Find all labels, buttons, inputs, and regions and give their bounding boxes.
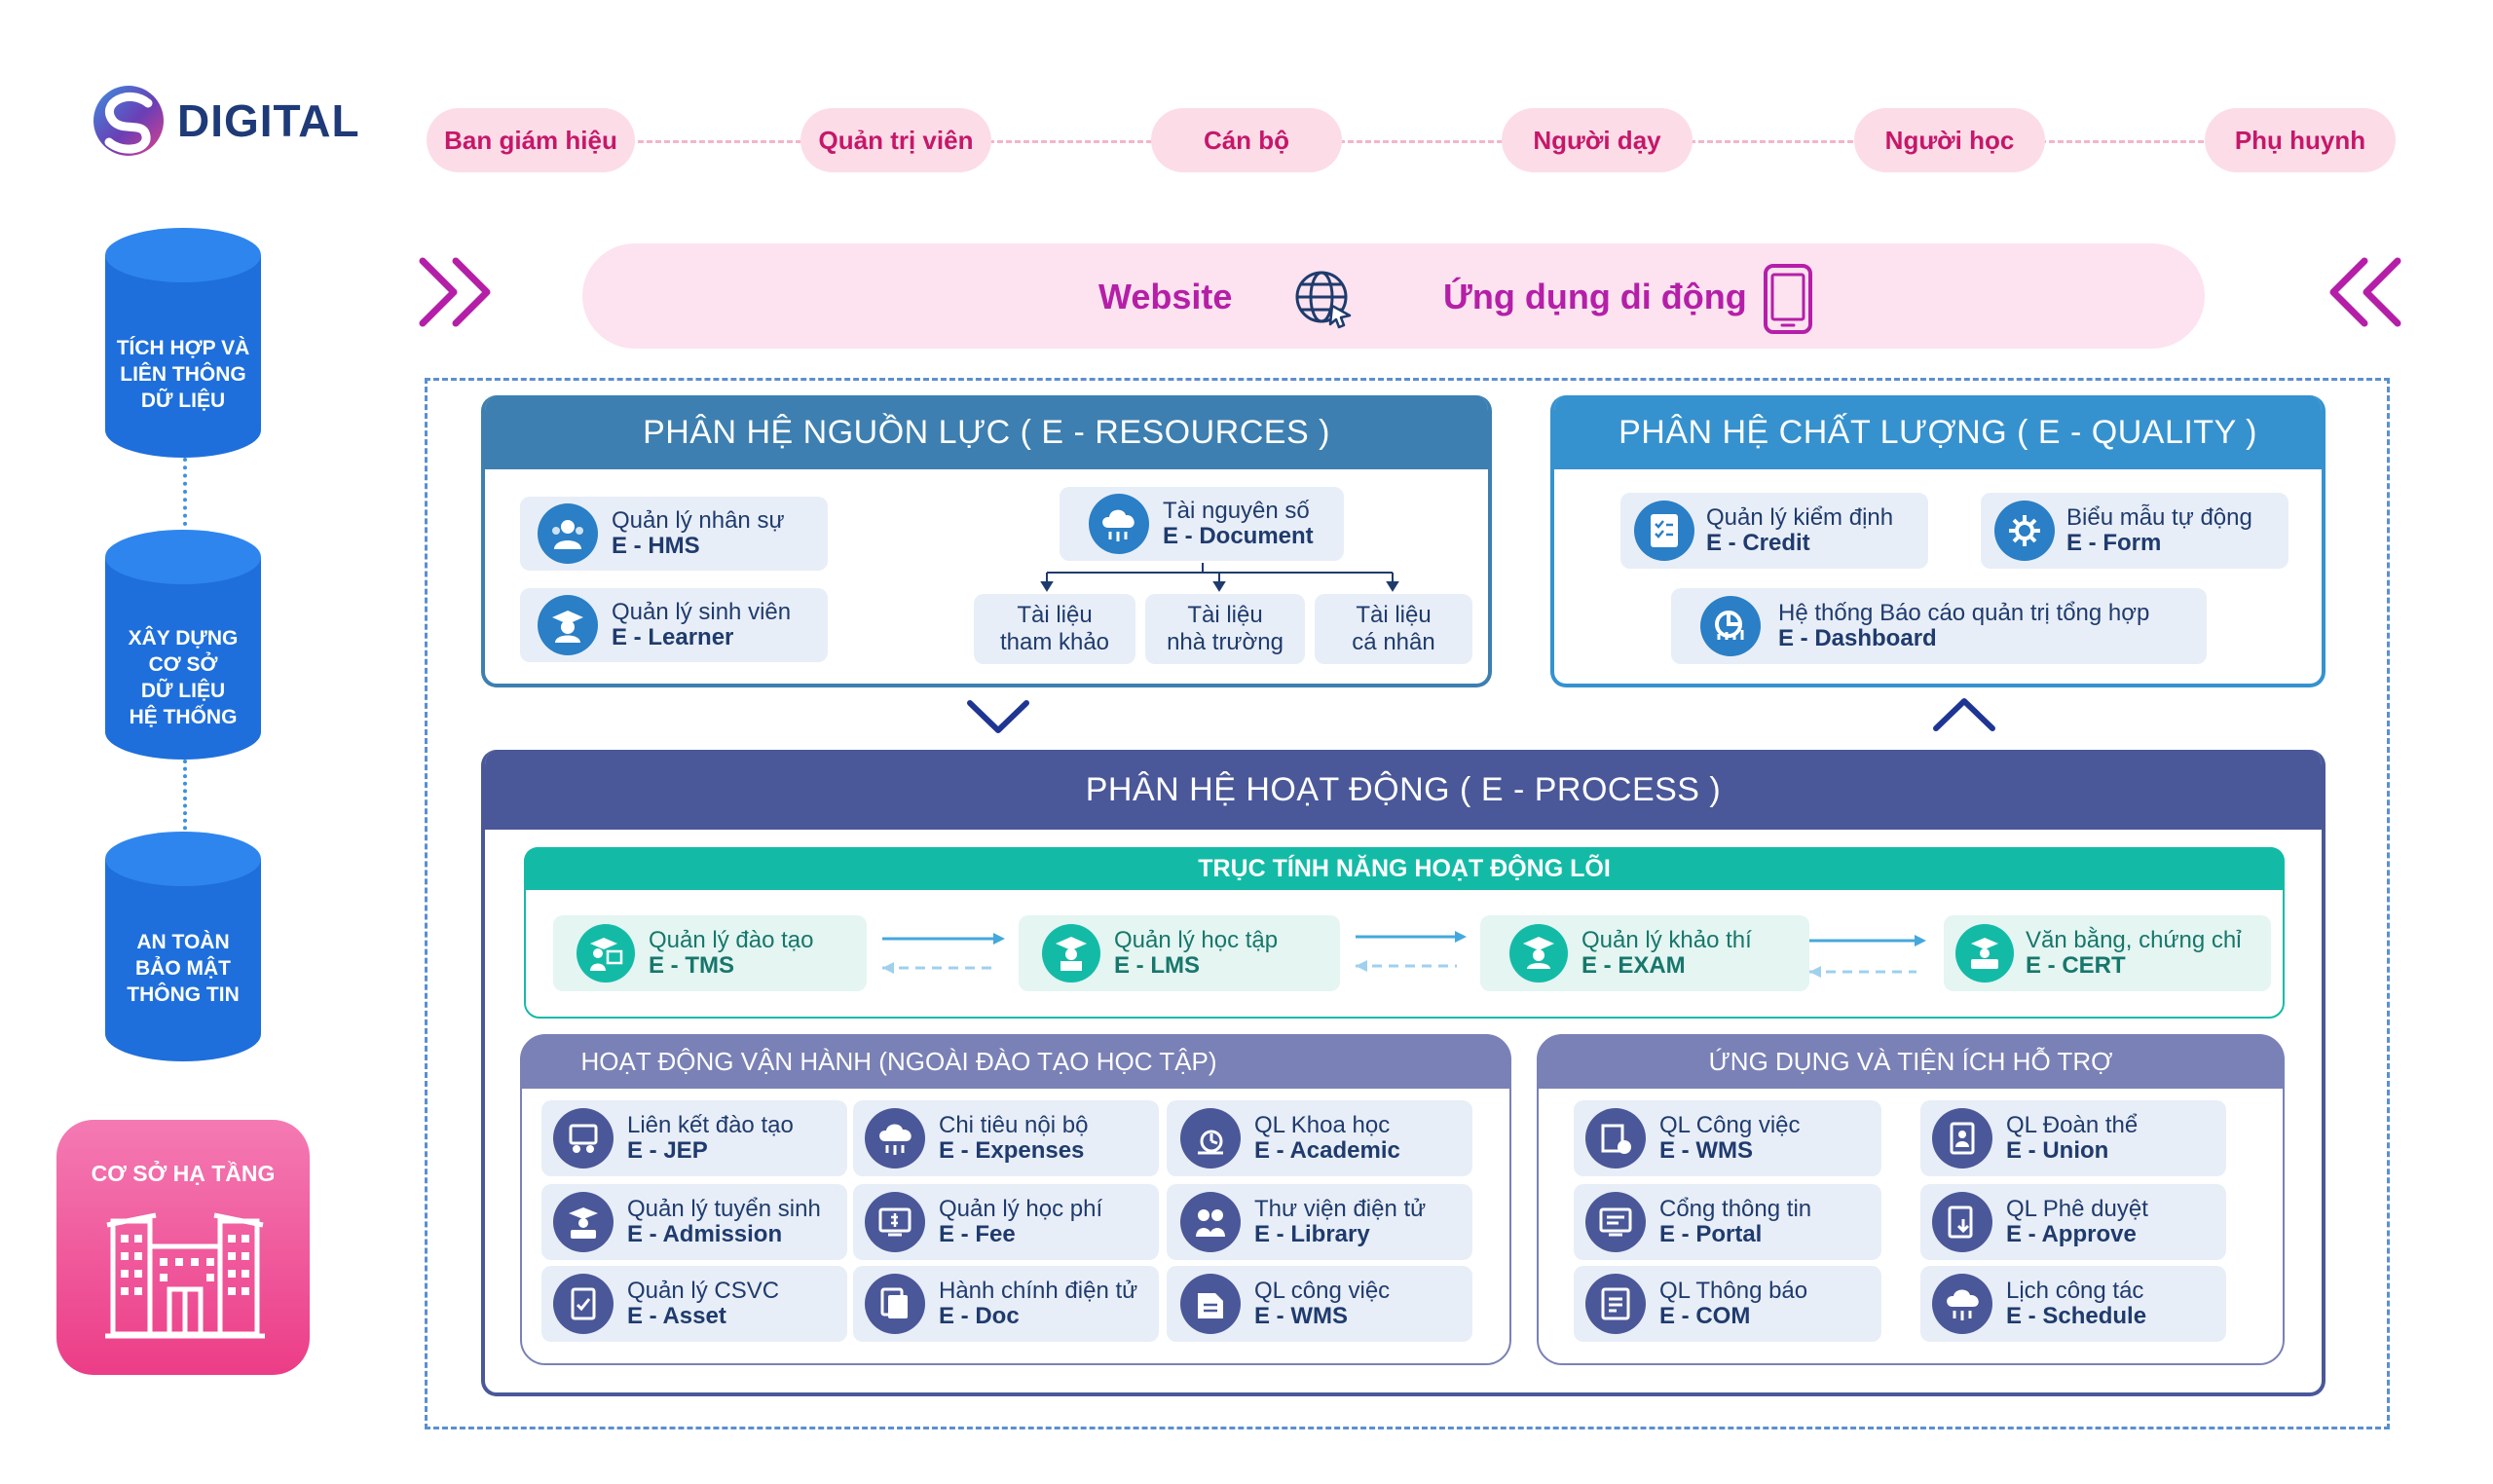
library-icon xyxy=(1180,1192,1241,1252)
approval-icon xyxy=(1932,1192,1992,1252)
admission-icon xyxy=(553,1192,614,1252)
channel-website[interactable]: Website xyxy=(1098,277,1233,316)
channel-banner: Website Ứng dụng di động xyxy=(582,243,2205,349)
expenses-icon xyxy=(865,1108,925,1169)
chevron-left-double-icon xyxy=(2322,255,2403,343)
cloud-document-icon xyxy=(1089,494,1149,554)
asset-icon xyxy=(553,1274,614,1334)
exam-icon xyxy=(1509,924,1568,983)
database-cylinder-icon xyxy=(105,530,261,760)
pillar-connector xyxy=(183,760,187,837)
pillar-data-integration: TÍCH HỢP VÀ LIÊN THÔNG DỮ LIỆU xyxy=(105,226,261,460)
infrastructure-card: CƠ SỞ HẠ TẦNG xyxy=(56,1120,310,1375)
role-ban-giam-hieu[interactable]: Ban giám hiệu xyxy=(427,108,635,172)
smartphone-icon xyxy=(1764,264,1812,334)
student-icon xyxy=(538,595,598,655)
quality-title: PHÂN HỆ CHẤT LƯỢNG ( E - QUALITY ) xyxy=(1554,395,2322,469)
role-nguoi-hoc[interactable]: Người học xyxy=(1854,108,2045,172)
process-title: PHÂN HỆ HOẠT ĐỘNG ( E - PROCESS ) xyxy=(485,750,2322,830)
globe-icon xyxy=(1295,271,1352,329)
role-can-bo[interactable]: Cán bộ xyxy=(1151,108,1342,172)
channel-mobile-app[interactable]: Ứng dụng di động xyxy=(1443,277,1747,316)
auto-form-icon xyxy=(1994,501,2055,561)
operations-title: HOẠT ĐỘNG VẬN HÀNH (NGOÀI ĐÀO TẠO HỌC TẬ… xyxy=(520,1034,1511,1089)
task-icon xyxy=(1180,1274,1241,1334)
chevron-up-icon xyxy=(1933,698,1995,731)
portal-icon xyxy=(1585,1192,1646,1252)
infrastructure-title: CƠ SỞ HẠ TẦNG xyxy=(91,1161,276,1186)
learning-icon xyxy=(1042,924,1100,983)
logo-swirl-icon xyxy=(93,86,164,156)
notification-icon xyxy=(1585,1274,1646,1334)
brand-name: DIGITAL xyxy=(177,95,360,146)
utilities-title: ỨNG DỤNG VÀ TIỆN ÍCH HỖ TRỢ xyxy=(1537,1034,2285,1089)
work-management-icon xyxy=(1585,1108,1646,1169)
role-phu-huynh[interactable]: Phụ huynh xyxy=(2205,108,2396,172)
union-icon xyxy=(1932,1108,1992,1169)
document-tree-connector xyxy=(1040,563,1399,592)
resources-title: PHÂN HỆ NGUỒN LỰC ( E - RESOURCES ) xyxy=(485,395,1488,469)
database-cylinder-icon xyxy=(105,832,261,1061)
checklist-icon xyxy=(1634,501,1694,561)
staff-management-icon xyxy=(538,503,598,564)
database-cylinder-icon xyxy=(105,228,261,458)
roles-connector xyxy=(506,140,2318,143)
building-icon xyxy=(105,1212,265,1339)
partnership-icon xyxy=(553,1108,614,1169)
system-boundary xyxy=(425,378,2390,1429)
science-icon xyxy=(1180,1108,1241,1169)
e-document-icon xyxy=(865,1274,925,1334)
tuition-fee-icon xyxy=(865,1192,925,1252)
pillar-database-build: XÂY DỰNG CƠ SỞ DỮ LIỆU HỆ THỐNG xyxy=(105,528,261,761)
certificate-icon xyxy=(1955,924,2014,983)
role-quan-tri-vien[interactable]: Quản trị viên xyxy=(800,108,991,172)
core-axis-title: TRỤC TÍNH NĂNG HOẠT ĐỘNG LÕI xyxy=(524,847,2285,890)
role-nguoi-day[interactable]: Người dạy xyxy=(1502,108,1693,172)
schedule-icon xyxy=(1932,1274,1992,1334)
report-dashboard-icon xyxy=(1700,596,1761,656)
pillar-connector xyxy=(183,458,187,526)
teaching-icon xyxy=(577,924,635,983)
brand-logo: DIGITAL xyxy=(90,82,360,160)
chevron-right-double-icon xyxy=(417,255,499,343)
pillar-information-security: AN TOÀN BẢO MẬT THÔNG TIN xyxy=(105,830,261,1063)
chevron-down-icon xyxy=(967,700,1029,733)
